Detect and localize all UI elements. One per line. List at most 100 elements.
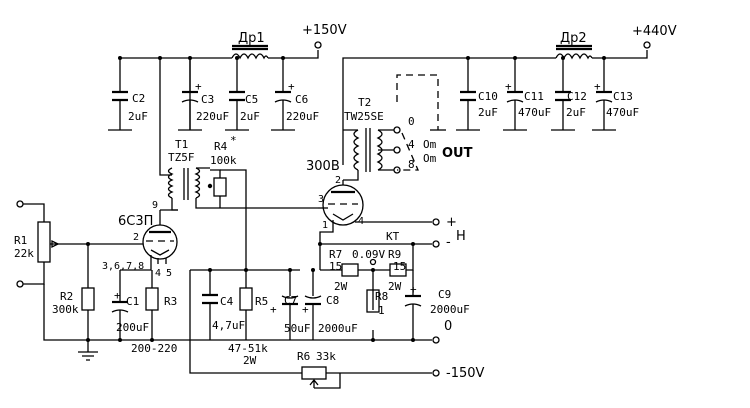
- capacitor-c3: + C3 220uF: [178, 58, 229, 131]
- label-6c3p-pin-anode: 9: [152, 200, 158, 211]
- tube-300b: 300B 2 3 1 4 + - H KT: [306, 159, 466, 270]
- label-c7-ref: C7: [284, 294, 297, 307]
- label-out: OUT: [442, 146, 473, 161]
- label-r6-ref: R6: [297, 350, 310, 363]
- terminal-input-hot: [16, 200, 24, 208]
- label-r2-ref: R2: [60, 290, 73, 303]
- label-c2-ref: C2: [132, 92, 145, 105]
- label-c9-plus: +: [410, 283, 417, 296]
- label-6c3p-pins-cathode: 3,6,7,8: [102, 261, 144, 272]
- label-tap-0: 0: [408, 115, 415, 128]
- resistor-r9: R9 15 2W: [388, 248, 407, 293]
- label-c12-value: 2uF: [566, 106, 586, 119]
- label-6c3p-pin-h1: 4: [155, 268, 161, 279]
- label-c9-ref: C9: [438, 288, 451, 301]
- label-t2-model: TW25SE: [344, 110, 384, 123]
- resistor-r7: R7 15 2W: [329, 248, 359, 293]
- label-6c3p-pin-h2: 5: [166, 268, 172, 279]
- label-r1-value: 22k: [14, 247, 34, 260]
- label-tube-300b: 300B: [306, 159, 340, 174]
- label-tube-6c3p: 6С3П: [118, 214, 153, 229]
- label-t2-name: T2: [358, 96, 371, 109]
- label-dr2: Др2: [560, 31, 587, 46]
- label-c10-value: 2uF: [478, 106, 498, 119]
- label-r4-mark: *: [230, 134, 237, 147]
- label-minus-150v: -150V: [446, 366, 485, 381]
- label-c8-plus: +: [302, 303, 309, 316]
- terminal-minus-150v: [432, 369, 440, 377]
- label-t1-model: TZ5F: [168, 151, 195, 164]
- capacitor-c7: + C7 50uF: [270, 270, 311, 340]
- potentiometer-r6: R6 33k: [297, 350, 432, 389]
- capacitor-c6: + C6 220uF: [271, 58, 319, 131]
- supply-150v-section: +150V Др1 C2 2uF + C3 220uF: [108, 23, 347, 131]
- capacitor-c4: C4 4,7uF: [190, 269, 300, 340]
- label-c5-ref: C5: [245, 93, 258, 106]
- terminal-tap-4: [393, 146, 401, 154]
- label-c6-ref: C6: [295, 93, 308, 106]
- label-6c3p-pin-grid: 2: [133, 232, 139, 243]
- label-c1-value: 200uF: [116, 321, 149, 334]
- label-c9-value: 2000uF: [430, 303, 470, 316]
- label-r3-value: 200-220: [131, 342, 177, 355]
- label-c3-value: 220uF: [196, 110, 229, 123]
- label-c13-plus: +: [594, 80, 601, 93]
- label-tap-4: 4: [408, 138, 415, 151]
- label-r9-ref: R9: [388, 248, 401, 261]
- capacitor-c5: C5 2uF: [225, 58, 260, 131]
- label-r9-power: 2W: [388, 280, 402, 293]
- capacitor-c10: C10 2uF: [456, 58, 498, 131]
- capacitor-c2: C2 2uF: [108, 58, 148, 131]
- heater-balance-network: 0.09V: [320, 244, 414, 340]
- terminal-input-ground: [16, 280, 24, 288]
- label-c3-plus: +: [195, 80, 202, 93]
- label-heater: H: [456, 229, 466, 244]
- label-c6-plus: +: [288, 80, 295, 93]
- choke-dr2: Др2: [555, 31, 593, 60]
- label-r4-ref: R4: [214, 140, 228, 153]
- label-r2-value: 300k: [52, 303, 79, 316]
- label-tap-8: 8: [408, 158, 415, 171]
- label-300b-pin-f1: 1: [322, 220, 328, 231]
- label-c13-ref: C13: [613, 90, 633, 103]
- label-300b-pin-grid: 3: [318, 194, 324, 205]
- capacitor-c12: C12 2uF: [551, 58, 587, 131]
- input-section: R1 22k R2 300k: [14, 200, 320, 361]
- label-r3-ref: R3: [164, 295, 177, 308]
- label-plus-440v: +440V: [632, 24, 677, 39]
- label-c11-ref: C11: [524, 90, 544, 103]
- label-r8-value: 1: [378, 304, 385, 317]
- terminal-heater-minus: [432, 240, 440, 248]
- terminal-plus-440v: [643, 41, 651, 49]
- capacitor-c13: + C13 470uF: [592, 58, 639, 131]
- label-c7-plus: +: [270, 303, 277, 316]
- label-heater-plus: +: [446, 215, 457, 230]
- label-c8-ref: C8: [326, 294, 339, 307]
- label-r7-power: 2W: [334, 280, 348, 293]
- supply-440v-section: +440V Др2 C10 2uF + C11 470uF: [342, 24, 677, 165]
- label-r4-value: 100k: [210, 154, 237, 167]
- resistor-r2: R2 300k: [52, 270, 95, 340]
- label-c3-ref: C3: [201, 93, 214, 106]
- wire-bias-return: [189, 270, 300, 374]
- capacitor-c8: + C8 2000uF: [302, 270, 358, 340]
- label-r5-value: 47-51k: [228, 342, 268, 355]
- label-c11-plus: +: [505, 80, 512, 93]
- choke-dr1: Др1: [231, 31, 269, 60]
- label-r6-value: 33k: [316, 350, 336, 363]
- label-ground-out: 0: [444, 319, 452, 334]
- label-r5-ref: R5: [255, 295, 268, 308]
- label-r9-value: 15: [393, 260, 406, 273]
- label-c11-value: 470uF: [518, 106, 551, 119]
- resistor-r5: R5 47-51k 2W: [228, 270, 268, 367]
- label-c1-ref: C1: [126, 295, 139, 308]
- resistor-r8: R8 1: [366, 289, 388, 317]
- capacitor-c9: + C9 2000uF: [404, 270, 470, 340]
- resistor-r3: R3 200-220: [131, 270, 177, 355]
- terminal-tap-0: [393, 126, 401, 134]
- label-ohm-8: Om: [423, 152, 437, 165]
- label-c1-plus: +: [114, 289, 121, 302]
- terminal-heater-plus: [432, 218, 440, 226]
- label-r8-ref: R8: [375, 290, 388, 303]
